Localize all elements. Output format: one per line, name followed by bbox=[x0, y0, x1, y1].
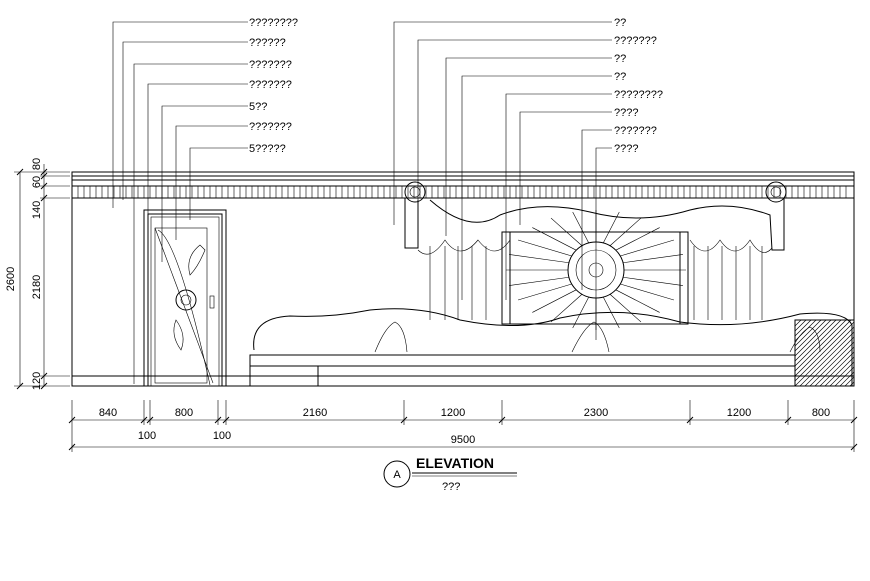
dim-seg-3: 140 bbox=[31, 201, 43, 219]
sunburst-ray bbox=[517, 283, 572, 301]
hatch-line bbox=[794, 319, 807, 332]
door-elevation bbox=[143, 209, 227, 387]
dim-1200-left: 1200 bbox=[441, 407, 465, 419]
hatch-line bbox=[819, 351, 855, 387]
dim-seg-4: 2180 bbox=[31, 275, 43, 299]
callout-left-3: ??????? bbox=[249, 59, 292, 71]
hatch-line bbox=[794, 319, 852, 377]
hatch-line bbox=[794, 319, 802, 327]
sunburst-ray bbox=[620, 283, 675, 301]
hatch-line bbox=[794, 319, 837, 362]
title-block: A ELEVATION ??? bbox=[383, 455, 517, 493]
hatch-line bbox=[794, 326, 855, 387]
callout-right-1: ?? bbox=[614, 17, 626, 29]
callout-right-4: ?? bbox=[614, 71, 626, 83]
sunburst-ray bbox=[623, 276, 683, 286]
hatch-line bbox=[794, 319, 817, 342]
hatch-line bbox=[829, 361, 855, 387]
sunburst-ray bbox=[609, 217, 642, 246]
callout-right-6: ???? bbox=[614, 107, 638, 119]
hatch-line bbox=[824, 356, 855, 387]
hatch-line bbox=[794, 319, 827, 352]
callout-left-1: ???????? bbox=[249, 17, 298, 29]
hatch-line bbox=[814, 346, 855, 387]
callout-right-7: ??????? bbox=[614, 125, 657, 137]
dim-seg-2: 60 bbox=[31, 176, 43, 188]
sunburst-ray bbox=[509, 254, 569, 264]
callout-right-5: ???????? bbox=[614, 89, 663, 101]
horizontal-dimensions: 840 800 2160 1200 2300 1200 800 100 100 … bbox=[68, 400, 858, 452]
hatch-line bbox=[794, 321, 855, 382]
dim-100-left: 100 bbox=[138, 430, 156, 442]
section-marker-circle bbox=[383, 460, 411, 488]
dim-840: 840 bbox=[99, 407, 117, 419]
callout-right-8: ???? bbox=[614, 143, 638, 155]
dim-seg-5: 120 bbox=[31, 372, 43, 390]
right-callout-texts: ?? ??????? ?? ?? ???????? ???? ??????? ?… bbox=[614, 17, 663, 155]
sunburst-ray bbox=[532, 227, 577, 251]
hatch-line bbox=[799, 331, 855, 387]
left-callout-leaders bbox=[112, 21, 248, 384]
curtain-pleats bbox=[429, 246, 763, 320]
elevation-title: ELEVATION bbox=[416, 455, 494, 471]
sunburst-ray bbox=[550, 294, 583, 323]
left-callout-texts: ???????? ?????? ??????? ??????? 5?? ????… bbox=[249, 17, 298, 155]
hatch-line bbox=[849, 381, 855, 387]
section-marker-letter: A bbox=[393, 469, 401, 481]
callout-left-2: ?????? bbox=[249, 37, 286, 49]
hatch-line bbox=[809, 341, 855, 387]
hatch-line bbox=[844, 376, 855, 387]
callout-left-6: ??????? bbox=[249, 121, 292, 133]
cornice-dentils bbox=[77, 186, 847, 198]
dim-100-right: 100 bbox=[213, 430, 231, 442]
callout-left-4: ??????? bbox=[249, 79, 292, 91]
hatch-line bbox=[834, 366, 855, 387]
hatch-line bbox=[794, 319, 847, 372]
bed-headboard-wall bbox=[249, 181, 855, 387]
sunburst-ray bbox=[517, 239, 572, 257]
callout-right-2: ??????? bbox=[614, 35, 657, 47]
sunburst-ray bbox=[609, 294, 642, 323]
hatch-line bbox=[839, 371, 855, 387]
sunburst-ray bbox=[509, 276, 569, 286]
dim-seg-1: 80 bbox=[31, 158, 43, 170]
right-callout-leaders bbox=[393, 21, 612, 340]
hatch-area bbox=[794, 319, 855, 387]
dim-800-right: 800 bbox=[812, 407, 830, 419]
callout-right-3: ?? bbox=[614, 53, 626, 65]
sunburst-ray bbox=[602, 211, 620, 244]
sunburst-ray bbox=[572, 211, 590, 244]
dim-total-height: 2600 bbox=[5, 267, 17, 291]
dim-total-width: 9500 bbox=[451, 434, 475, 446]
dim-800-door: 800 bbox=[175, 407, 193, 419]
dim-1200-right: 1200 bbox=[727, 407, 751, 419]
sunburst-ray bbox=[550, 217, 583, 246]
callout-left-5: 5?? bbox=[249, 101, 267, 113]
sunburst-ray bbox=[620, 239, 675, 257]
sunburst-ray bbox=[532, 289, 577, 313]
hatch-line bbox=[794, 319, 822, 347]
vertical-dimensions: 2600 80 60 140 2180 120 bbox=[5, 158, 70, 390]
wall-elevation bbox=[71, 171, 855, 387]
sunburst-ray bbox=[572, 296, 590, 329]
elevation-subtitle: ??? bbox=[442, 481, 460, 493]
dim-2160: 2160 bbox=[303, 407, 327, 419]
hatch-line bbox=[794, 319, 812, 337]
dim-2300: 2300 bbox=[584, 407, 608, 419]
sunburst-ray bbox=[615, 289, 660, 313]
sunburst-ray bbox=[623, 254, 683, 264]
hatch-line bbox=[794, 319, 832, 357]
callout-left-7: 5????? bbox=[249, 143, 286, 155]
sunburst-ray bbox=[615, 227, 660, 251]
hatch-line bbox=[804, 336, 855, 387]
hatch-line bbox=[794, 319, 842, 367]
